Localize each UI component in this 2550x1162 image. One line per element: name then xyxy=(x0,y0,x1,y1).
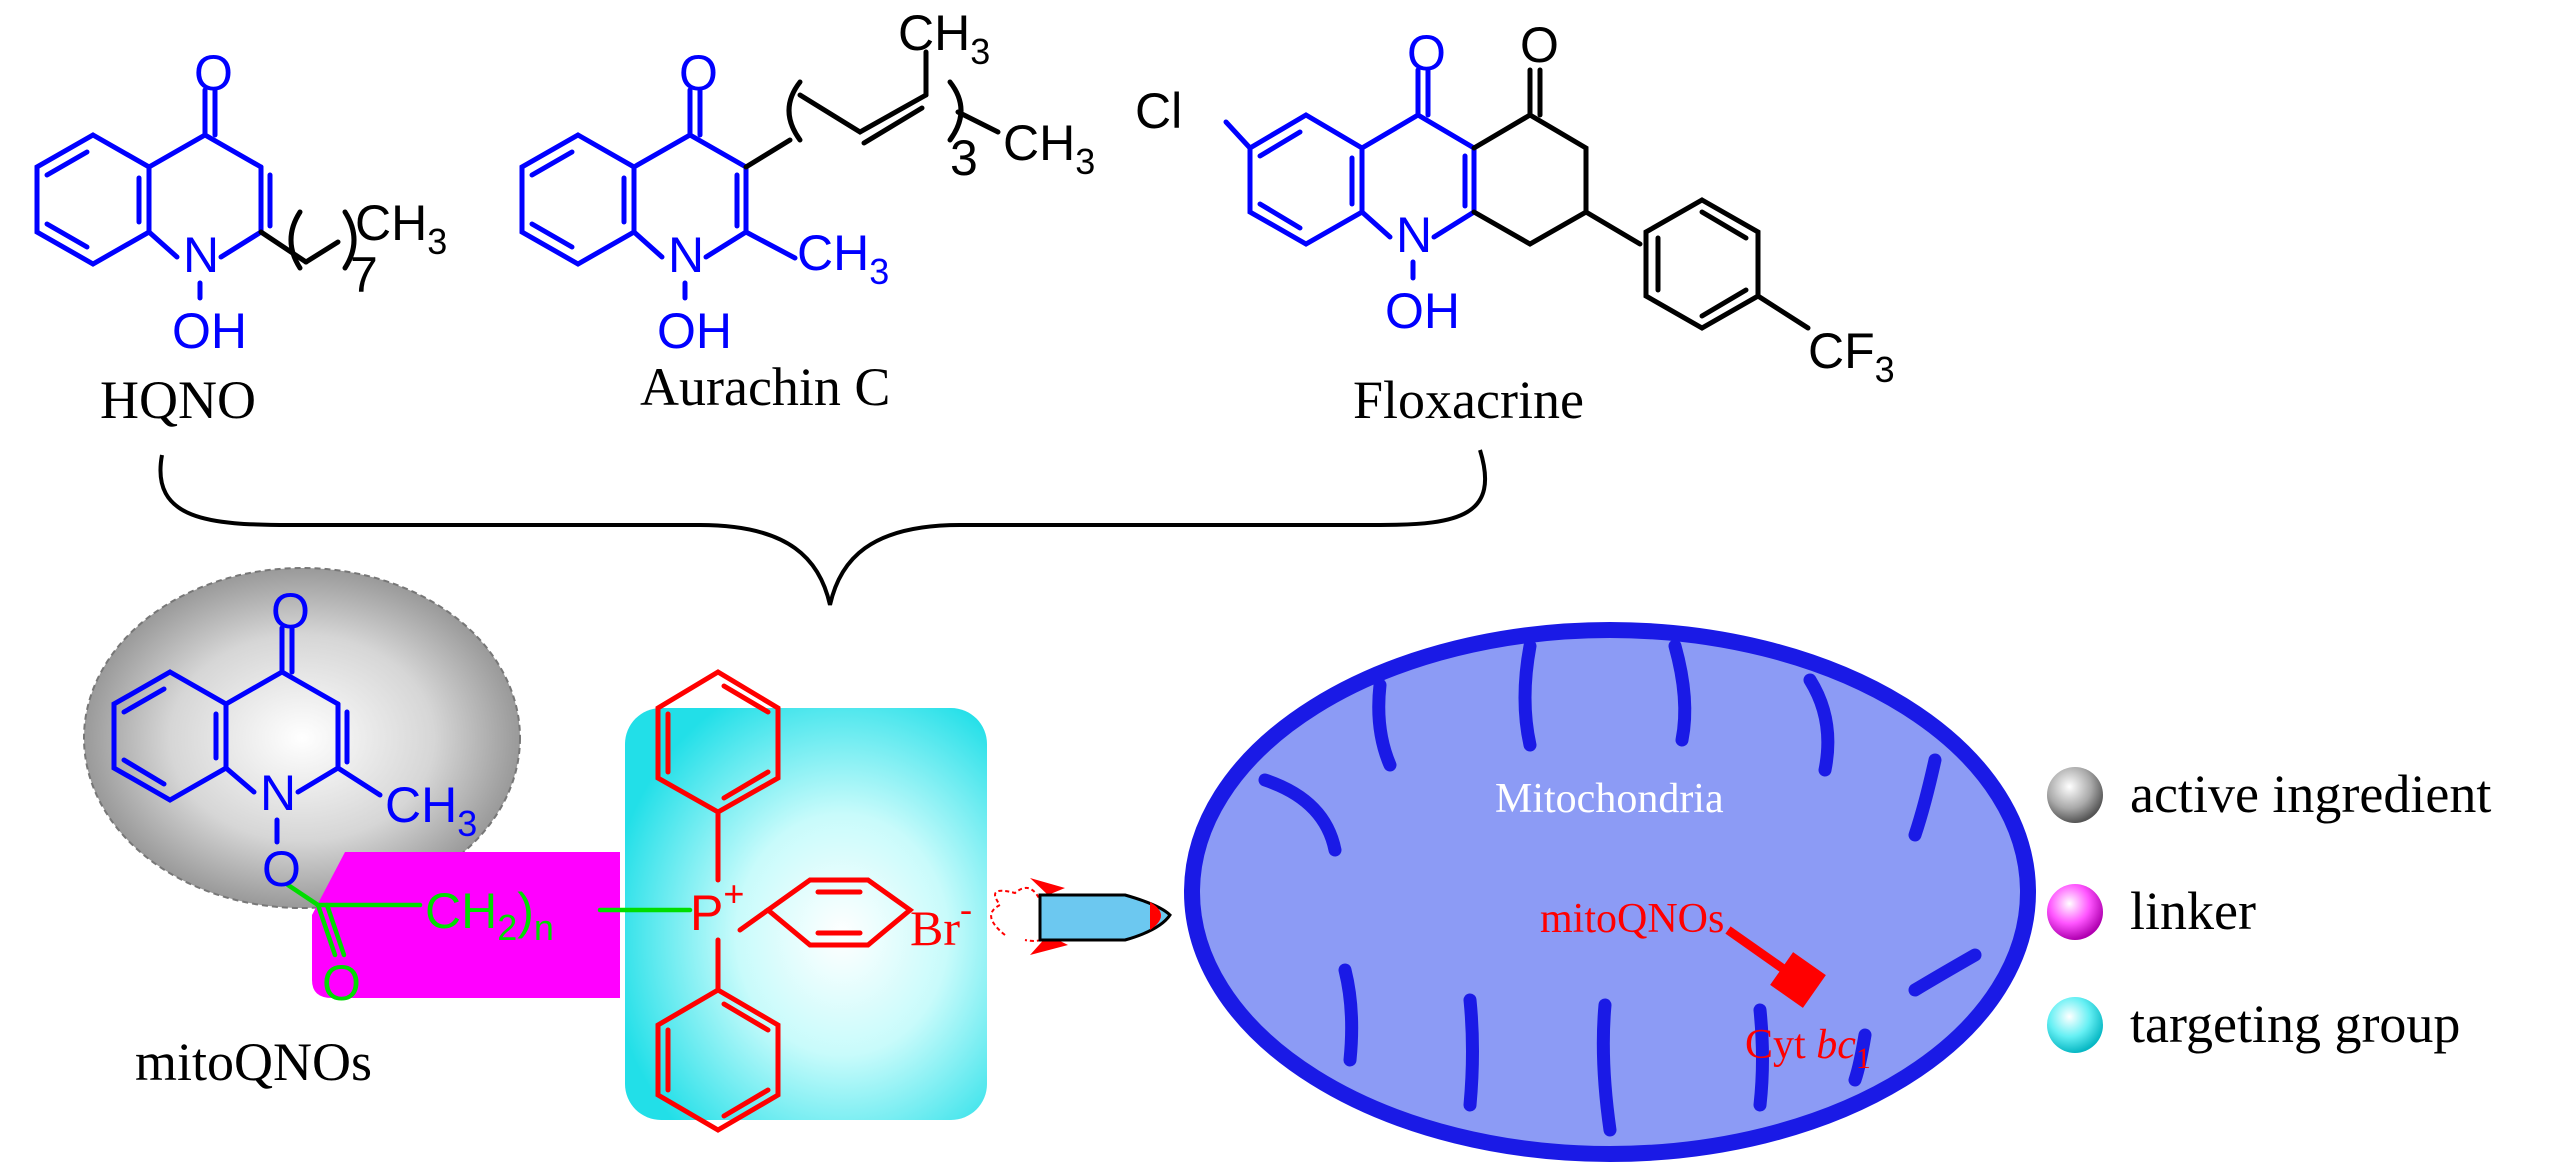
legend-swatch-linker xyxy=(2047,884,2103,940)
aurachin-repeat-count: 3 xyxy=(950,130,978,186)
hqno-octyl-chain xyxy=(258,209,357,271)
floxacrine-aryl-ring xyxy=(1471,67,1811,331)
mitoqnos-oxo-o: O xyxy=(271,583,310,639)
mitochondrion: Mitochondria mitoQNOs Cyt bc1 xyxy=(1184,622,2036,1162)
hqno-n-atom: N xyxy=(183,227,219,283)
floxacrine-n-atom: N xyxy=(1396,207,1432,263)
tpp-phosphorus: P+ xyxy=(690,873,744,941)
mitoqnos-n-atom: N xyxy=(260,765,296,821)
floxacrine-structure: Cl O O N OH CF3 Floxacrine xyxy=(1135,17,1895,430)
mitoqnos-linker-bonds xyxy=(285,882,693,958)
aurachin-end-ch3: CH3 xyxy=(1003,115,1095,182)
legend-label-targeting: targeting group xyxy=(2130,994,2460,1054)
floxacrine-oxo2: O xyxy=(1520,17,1559,73)
mitoqnos-link-o: O xyxy=(262,841,301,897)
hqno-quinolone-core xyxy=(34,87,273,301)
legend: active ingredient linker targeting group xyxy=(2047,764,2491,1054)
mitoqnos-conjugate: O N O CH3 O CH2)n P+ Br- mitoQNOs xyxy=(83,567,987,1133)
aurachin-n-atom: N xyxy=(668,227,704,283)
inhibition-symbol xyxy=(1725,926,1826,1008)
tpp-phenyl-rings xyxy=(655,669,915,1133)
legend-label-active: active ingredient xyxy=(2130,764,2491,824)
legend-label-linker: linker xyxy=(2130,881,2256,941)
aurachin-top-ch3: CH3 xyxy=(898,5,990,72)
floxacrine-name: Floxacrine xyxy=(1353,370,1584,430)
legend-swatch-targeting xyxy=(2047,997,2103,1053)
hqno-structure: O N OH CH3 7 HQNO xyxy=(34,45,447,430)
bromide-counterion: Br- xyxy=(910,889,972,956)
hqno-oh-group: OH xyxy=(172,303,247,359)
mitoqnos-ch2-unit: CH2)n xyxy=(425,883,554,948)
aurachin-oxo-o: O xyxy=(679,45,718,101)
floxacrine-cl-atom: Cl xyxy=(1135,83,1182,139)
mitoqnos-ch3: CH3 xyxy=(385,777,477,844)
hqno-ch3-group: CH3 xyxy=(355,195,447,262)
hqno-oxo-o: O xyxy=(194,45,233,101)
active-ingredient-ellipse xyxy=(83,567,521,909)
mitoqnos-quinolone-core xyxy=(111,625,383,845)
hqno-name: HQNO xyxy=(100,370,256,430)
mitochondrion-outer-membrane xyxy=(1184,622,2036,1162)
aurachin-structure: O N OH CH3 CH3 CH3 3 Aurachin C xyxy=(519,5,1095,417)
linker-block xyxy=(312,852,620,998)
floxacrine-oxo1: O xyxy=(1407,25,1446,81)
aurachin-methyl: CH3 xyxy=(797,225,889,292)
mitoqnos-carbonyl-o: O xyxy=(322,955,361,1011)
floxacrine-cf3-group: CF3 xyxy=(1808,323,1895,390)
mitoqnos-name: mitoQNOs xyxy=(135,1032,372,1092)
legend-swatch-active xyxy=(2047,767,2103,823)
aurachin-oh-group: OH xyxy=(657,303,732,359)
cristae xyxy=(1258,639,1982,1137)
mitoqnos-inner-label: mitoQNOs xyxy=(1540,896,1724,942)
mitochondria-label: Mitochondria xyxy=(1495,776,1724,822)
cyt-bc1-label: Cyt bc1 xyxy=(1745,1022,1871,1075)
floxacrine-acridone-core xyxy=(1223,67,1477,281)
aurachin-name: Aurachin C xyxy=(640,357,890,417)
merge-brace xyxy=(158,449,1487,606)
rocket-icon xyxy=(990,878,1172,955)
hqno-repeat-count: 7 xyxy=(350,247,378,303)
aurachin-prenyl-chain xyxy=(743,49,1001,170)
aurachin-quinolone-core xyxy=(519,87,798,301)
floxacrine-oh-group: OH xyxy=(1385,283,1460,339)
